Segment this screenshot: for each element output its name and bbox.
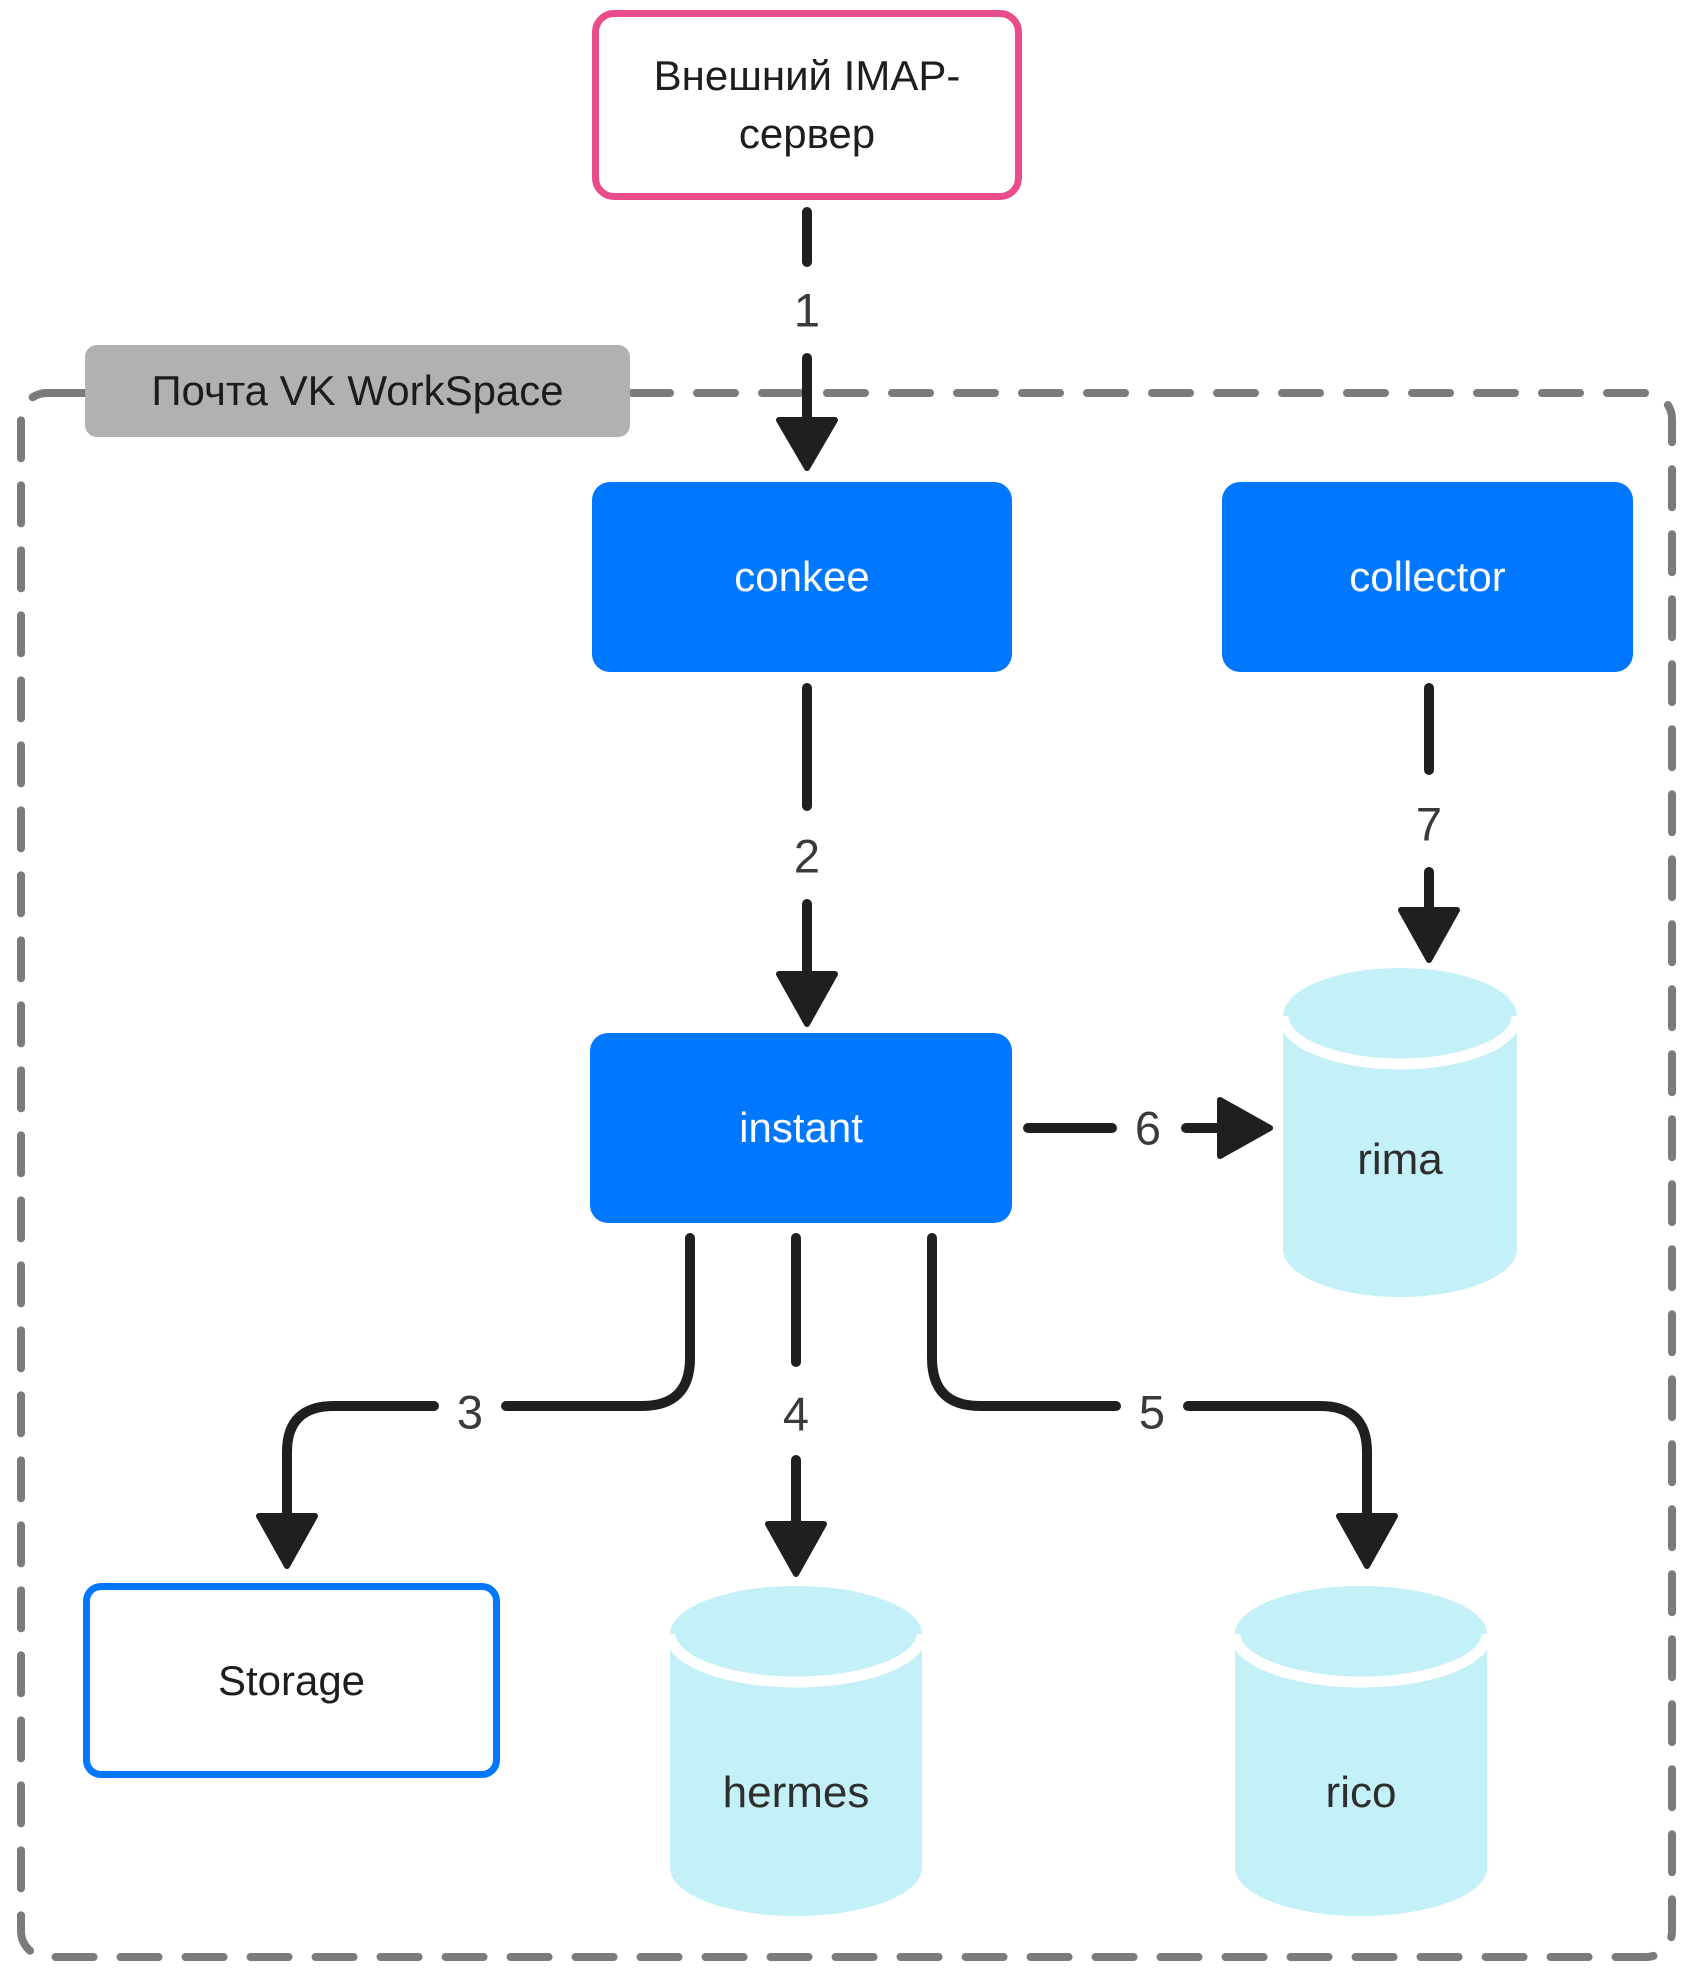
arrow-4	[765, 1233, 827, 1577]
arrow-7	[1398, 683, 1460, 963]
arrow-2-head	[776, 971, 838, 1027]
arrow-5-head	[1336, 1513, 1398, 1569]
arrow-1-number: 1	[793, 283, 821, 337]
conkee-label: conkee	[734, 553, 870, 600]
arrow-1-head	[776, 417, 838, 471]
collector-label: collector	[1349, 553, 1506, 600]
cylinder-rima-shape	[1277, 968, 1523, 1297]
arrow-2	[776, 683, 838, 1027]
arrow-3-head	[256, 1513, 318, 1569]
cylinder-hermes-shape	[664, 1586, 928, 1916]
node-external-imap-server: Внешний IMAP- сервер	[592, 10, 1022, 200]
hermes-label: hermes	[722, 1768, 870, 1817]
arrow-5-number: 5	[1138, 1385, 1166, 1439]
node-instant: instant	[590, 1033, 1012, 1223]
arrow-3	[256, 1233, 695, 1569]
node-conkee: conkee	[592, 482, 1012, 672]
arrow-5	[927, 1233, 1398, 1569]
rico-label: rico	[1325, 1768, 1397, 1817]
node-storage: Storage	[83, 1583, 500, 1778]
workspace-dashed-border	[17, 389, 1676, 1961]
node-collector: collector	[1222, 482, 1633, 672]
arrow-2-number: 2	[793, 829, 821, 883]
rima-label: rima	[1357, 1135, 1443, 1184]
imap-label-line2: сервер	[738, 110, 876, 157]
storage-label: Storage	[217, 1656, 366, 1704]
arrow-4-head	[765, 1521, 827, 1577]
arrow-6-head	[1217, 1097, 1273, 1159]
arrow-6-number: 6	[1134, 1101, 1162, 1155]
arrow-1	[776, 207, 838, 471]
arrow-7-head	[1398, 907, 1460, 963]
arrow-6	[1023, 1097, 1273, 1159]
arrow-3-number: 3	[456, 1385, 484, 1439]
workspace-group-label: Почта VK WorkSpace	[85, 345, 630, 437]
arrow-4-number: 4	[782, 1387, 810, 1441]
cylinder-rico-shape	[1229, 1586, 1493, 1916]
workspace-label-text: Почта VK WorkSpace	[151, 367, 564, 414]
instant-label: instant	[739, 1104, 863, 1151]
imap-label-line1: Внешний IMAP-	[653, 52, 961, 99]
arrow-7-number: 7	[1415, 797, 1443, 851]
